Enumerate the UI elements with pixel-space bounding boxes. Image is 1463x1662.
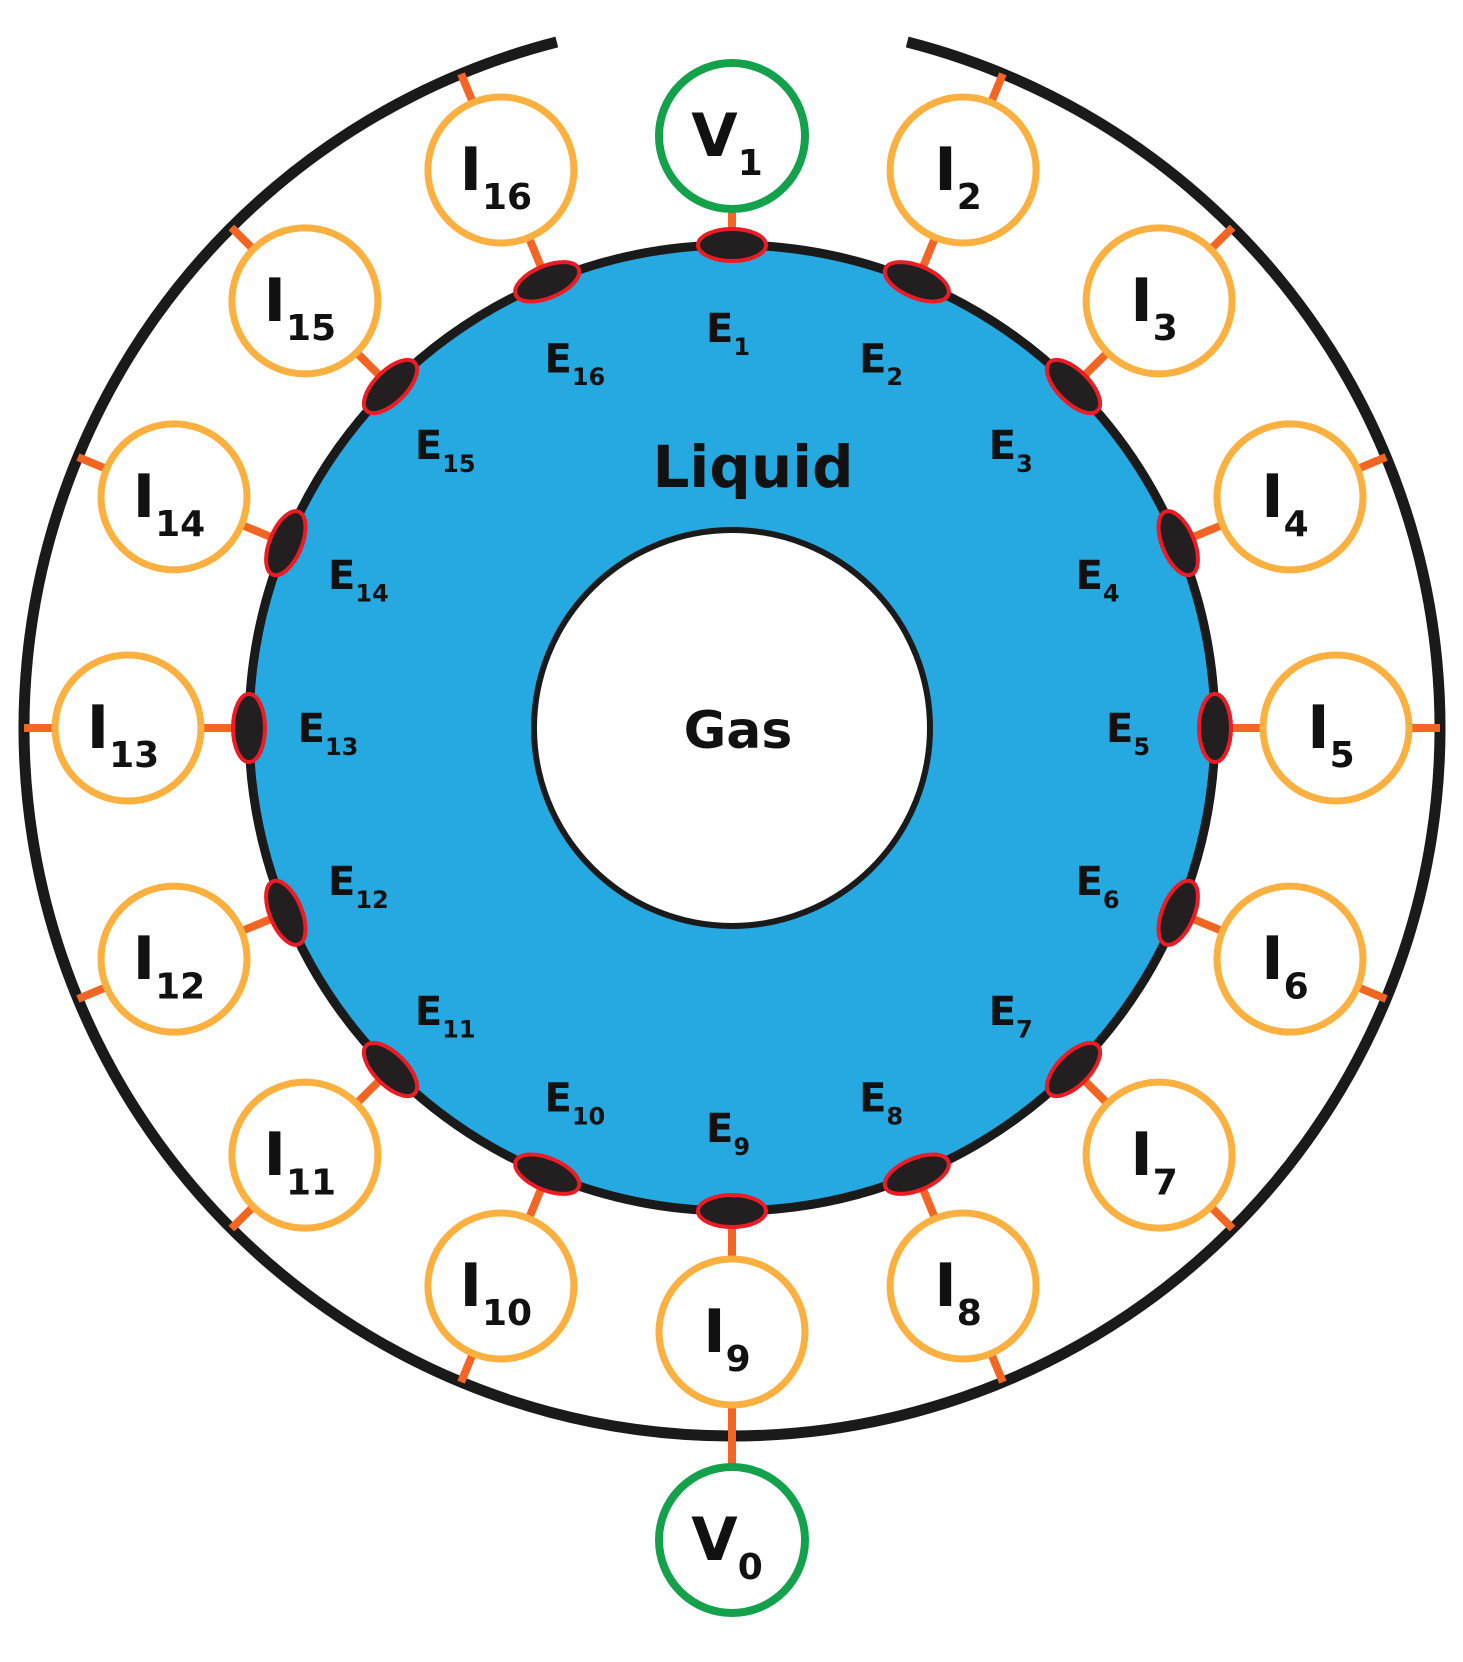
- current-source-label-11: I11: [264, 1120, 336, 1203]
- current-source-label-10: I10: [460, 1251, 532, 1334]
- electrode-label-15: E15: [415, 423, 476, 478]
- wire-inner-7: [1080, 1076, 1111, 1107]
- current-source-label-5: I5: [1307, 693, 1354, 776]
- current-source-label-15: I15: [264, 266, 336, 349]
- gas-label: Gas: [684, 701, 793, 761]
- current-source-6: [1213, 882, 1367, 1036]
- electrode-label-12: E12: [328, 859, 389, 914]
- liquid-label: Liquid: [652, 433, 853, 501]
- current-source-label-3: I3: [1130, 266, 1177, 349]
- wire-outer-12: [76, 983, 109, 1003]
- electrode-5: [1197, 692, 1233, 764]
- electrode-11: [361, 1040, 420, 1099]
- electrode-label-14: E14: [328, 553, 389, 608]
- wire-inner-16: [525, 235, 546, 271]
- current-source-label-16: I16: [460, 135, 532, 218]
- current-source-label-12: I12: [133, 924, 205, 1007]
- electrode-label-1: E1: [706, 306, 750, 361]
- current-source-label-6: I6: [1261, 924, 1308, 1007]
- electrode-15: [361, 357, 420, 416]
- gas-bubble: [531, 527, 933, 929]
- voltmeter-label-0: V0: [691, 1505, 763, 1588]
- current-source-7: [1082, 1078, 1236, 1232]
- electrode-13: [231, 692, 267, 764]
- current-source-13: [51, 651, 205, 805]
- electrode-9: [696, 1193, 768, 1229]
- electrode-layer: [231, 227, 1233, 1229]
- current-source-12: [97, 882, 251, 1036]
- wire-inner-8: [918, 1185, 939, 1221]
- current-source-3: [1082, 224, 1236, 378]
- electrode-label-11: E11: [415, 989, 476, 1044]
- electrode-label-13: E13: [298, 706, 359, 761]
- electrode-1: [696, 227, 768, 263]
- current-source-label-13: I13: [87, 693, 159, 776]
- electrode-label-8: E8: [859, 1076, 903, 1131]
- electrode-label-16: E16: [545, 336, 606, 391]
- wire-inner-12: [239, 914, 275, 935]
- voltmeter-1: [655, 59, 809, 213]
- wire-layer: [24, 72, 1440, 1467]
- electrode-8: [882, 1152, 951, 1196]
- current-source-label-14: I14: [133, 462, 205, 545]
- electrode-label-7: E7: [989, 989, 1033, 1044]
- electrode-6: [1156, 878, 1200, 947]
- current-source-9: [655, 1255, 809, 1409]
- current-source-5: [1259, 651, 1413, 805]
- electrode-2: [882, 260, 951, 304]
- wire-outer-6: [1355, 983, 1388, 1003]
- wire-outer-4: [1355, 453, 1388, 473]
- wire-inner-6: [1189, 914, 1225, 935]
- current-source-label-2: I2: [934, 135, 981, 218]
- voltmeter-0: [655, 1463, 809, 1617]
- electrode-3: [1044, 357, 1103, 416]
- wire-inner-14: [239, 521, 275, 542]
- electrode-16: [513, 260, 582, 304]
- electrode-label-2: E2: [859, 336, 903, 391]
- current-source-15: [228, 224, 382, 378]
- wire-inner-11: [353, 1076, 384, 1107]
- electrode-10: [513, 1152, 582, 1196]
- wire-inner-10: [525, 1185, 546, 1221]
- wire-outer-11: [228, 1203, 257, 1232]
- current-source-label-4: I4: [1261, 462, 1308, 545]
- current-source-8: [886, 1209, 1040, 1363]
- wire-outer-14: [76, 453, 109, 473]
- electrode-label-3: E3: [989, 423, 1033, 478]
- current-source-label-8: I8: [934, 1251, 981, 1334]
- electrode-label-6: E6: [1076, 859, 1120, 914]
- wire-outer-10: [457, 1351, 477, 1384]
- wire-outer-15: [228, 224, 257, 253]
- electrode-label-9: E9: [706, 1106, 750, 1161]
- current-source-4: [1213, 420, 1367, 574]
- wire-inner-3: [1080, 349, 1111, 380]
- wire-outer-16: [457, 72, 477, 105]
- current-source-10: [424, 1209, 578, 1363]
- electrode-14: [264, 509, 308, 578]
- wire-inner-15: [353, 349, 384, 380]
- wire-outer-2: [987, 72, 1007, 105]
- electrode-label-4: E4: [1076, 553, 1120, 608]
- voltmeter-label-1: V1: [691, 101, 763, 184]
- electrode-4: [1156, 509, 1200, 578]
- current-source-11: [228, 1078, 382, 1232]
- electrode-label-5: E5: [1106, 706, 1150, 761]
- current-source-14: [97, 420, 251, 574]
- current-source-label-9: I9: [703, 1297, 750, 1380]
- electrode-label-10: E10: [545, 1076, 606, 1131]
- wire-inner-4: [1189, 521, 1225, 542]
- electrode-12: [264, 878, 308, 947]
- current-source-16: [424, 93, 578, 247]
- wire-outer-3: [1207, 224, 1236, 253]
- wire-outer-8: [987, 1351, 1007, 1384]
- current-source-2: [886, 93, 1040, 247]
- wire-outer-7: [1207, 1203, 1236, 1232]
- wire-inner-2: [918, 235, 939, 271]
- electrode-7: [1044, 1040, 1103, 1099]
- current-source-label-7: I7: [1130, 1120, 1177, 1203]
